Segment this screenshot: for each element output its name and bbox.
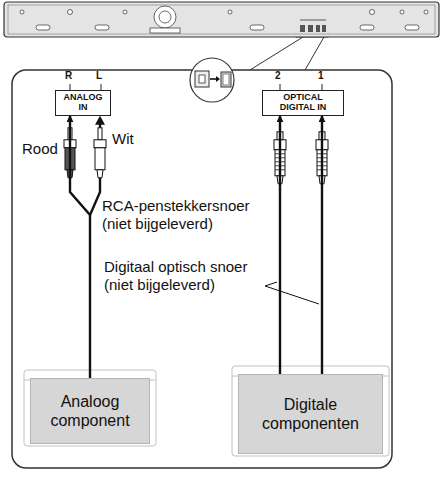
channel-label: 1	[318, 70, 324, 82]
cable-label: Digitaal optisch snoer (niet bijgeleverd…	[104, 258, 262, 294]
component-sketch	[232, 366, 389, 456]
channel-label: 2	[275, 70, 281, 82]
input-terminal-label: OPTICAL DIGITAL IN	[262, 90, 344, 116]
node-text: Analoog component	[37, 392, 143, 430]
plug-color-label: Rood	[22, 140, 58, 158]
cap-removal-inset	[190, 58, 234, 102]
channel-bracket	[62, 84, 109, 88]
cable-label: RCA-penstekkersnoer (niet bijgeleverd)	[102, 197, 252, 233]
channel-label: R	[65, 70, 72, 82]
plug-color-label: Wit	[112, 130, 134, 148]
component-sketch	[24, 370, 156, 446]
cable-connector	[321, 116, 323, 374]
component-box: Analoog component	[30, 378, 150, 444]
channel-label: L	[96, 70, 102, 82]
rca-plug	[94, 128, 106, 178]
leader-line	[265, 282, 319, 304]
arrow-head	[95, 116, 105, 125]
device-back-panel	[4, 2, 439, 37]
zoom-panel	[12, 70, 392, 468]
node-text: Digitale componenten	[245, 395, 376, 433]
cable-connector	[70, 116, 90, 378]
node-text: ANALOG IN	[59, 93, 107, 113]
input-terminal-label: ANALOG IN	[55, 90, 111, 116]
node-text: OPTICAL DIGITAL IN	[266, 93, 340, 113]
zoom-line	[250, 37, 324, 70]
cable-connector	[279, 116, 281, 374]
component-box: Digitale componenten	[238, 374, 383, 454]
